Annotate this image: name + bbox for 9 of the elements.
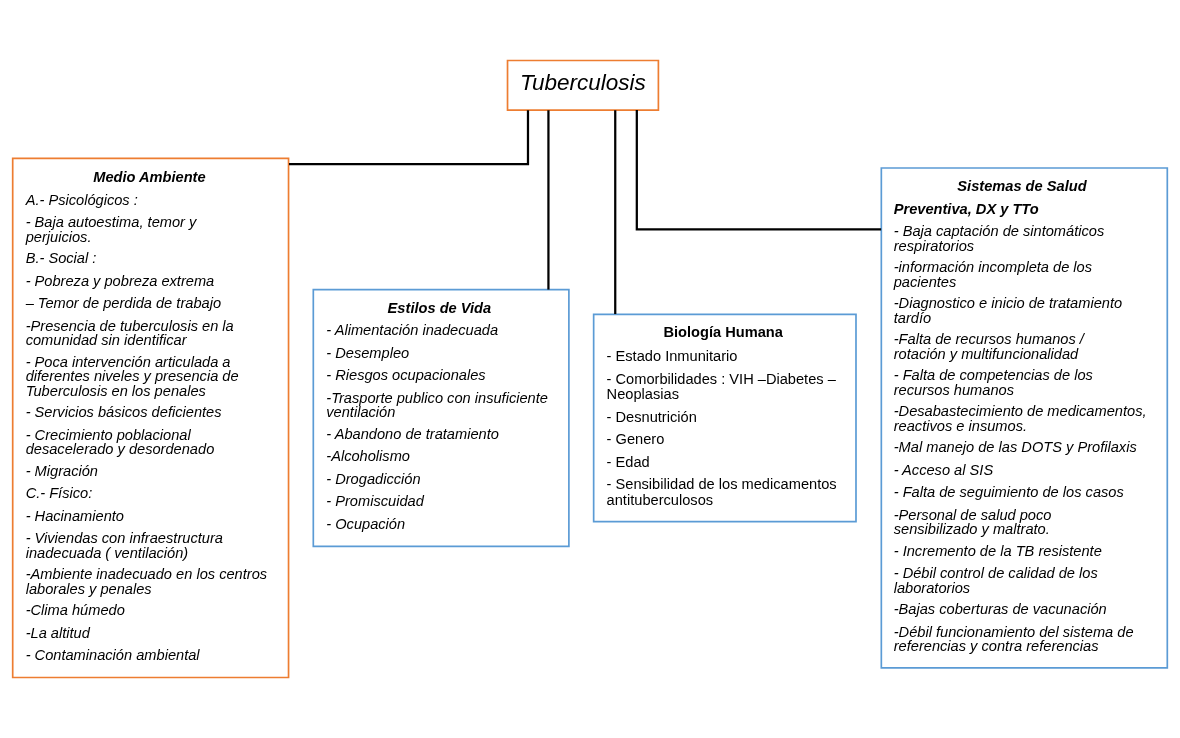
node-box: Estilos de Vida - Alimentación inadecuada - Desempleo - Riesgos ocupacionales -Trasporte publico con insuficiente ventilación - Abandono de tratamiento -Alcoholismo - Drogadicción - Promiscuidad - Ocupación [312, 288, 570, 548]
node-box: Sistemas de Salud Preventiva, DX y TTo - Baja captación de sintomáticos respiratorios -información incompleta de los pacientes -Diagnostico e inicio de tratamiento tardío -Falta de recursos humanos / rotación y multifuncionalidad - Falta de competencias de los recursos humanos -Desabastecimiento de medicamentos, reactivos e insumos. -Mal manejo de las DOTS y Profilaxis - Acceso al SIS - Falta de seguimiento de los casos -Personal de salud poco sensibilizado y maltrato. - Incremento de la TB resistente - Débil control de calidad de los laboratorios -Bajas coberturas de vacunación -Débil funcionamiento del sistema de referencias y contra referencias [880, 167, 1169, 669]
connector [635, 110, 882, 231]
node-box: Tuberculosis [506, 59, 660, 111]
node-box: Medio Ambiente A.- Psicológicos : - Baja autoestima, temor y perjuicios. B.- Social : - Pobreza y pobreza extrema – Temor de perdida de trabajo -Presencia de tuberculosis en la comunidad sin identificar - Poca intervención articulada a diferentes niveles y presencia de Tuberculosis en los penales - Servicios básicos deficientes - Crecimiento poblacional desacelerado y desordenado - Migración C.- Físico: - Hacinamiento - Viviendas con infraestructura inadecuada ( ventilación) -Ambiente inadecuado en los centros laborales y penales -Clima húmedo -La altitud - Contaminación ambiental [11, 157, 290, 679]
node-box: Biología Humana - Estado Inmunitario - Comorbilidades : VIH –Diabetes – Neoplasias - Desnutrición - Genero - Edad - Sensibilidad de los medicamentos antituberculosos [592, 313, 857, 523]
connector [547, 110, 550, 290]
connector [614, 110, 617, 315]
connector [289, 110, 530, 166]
